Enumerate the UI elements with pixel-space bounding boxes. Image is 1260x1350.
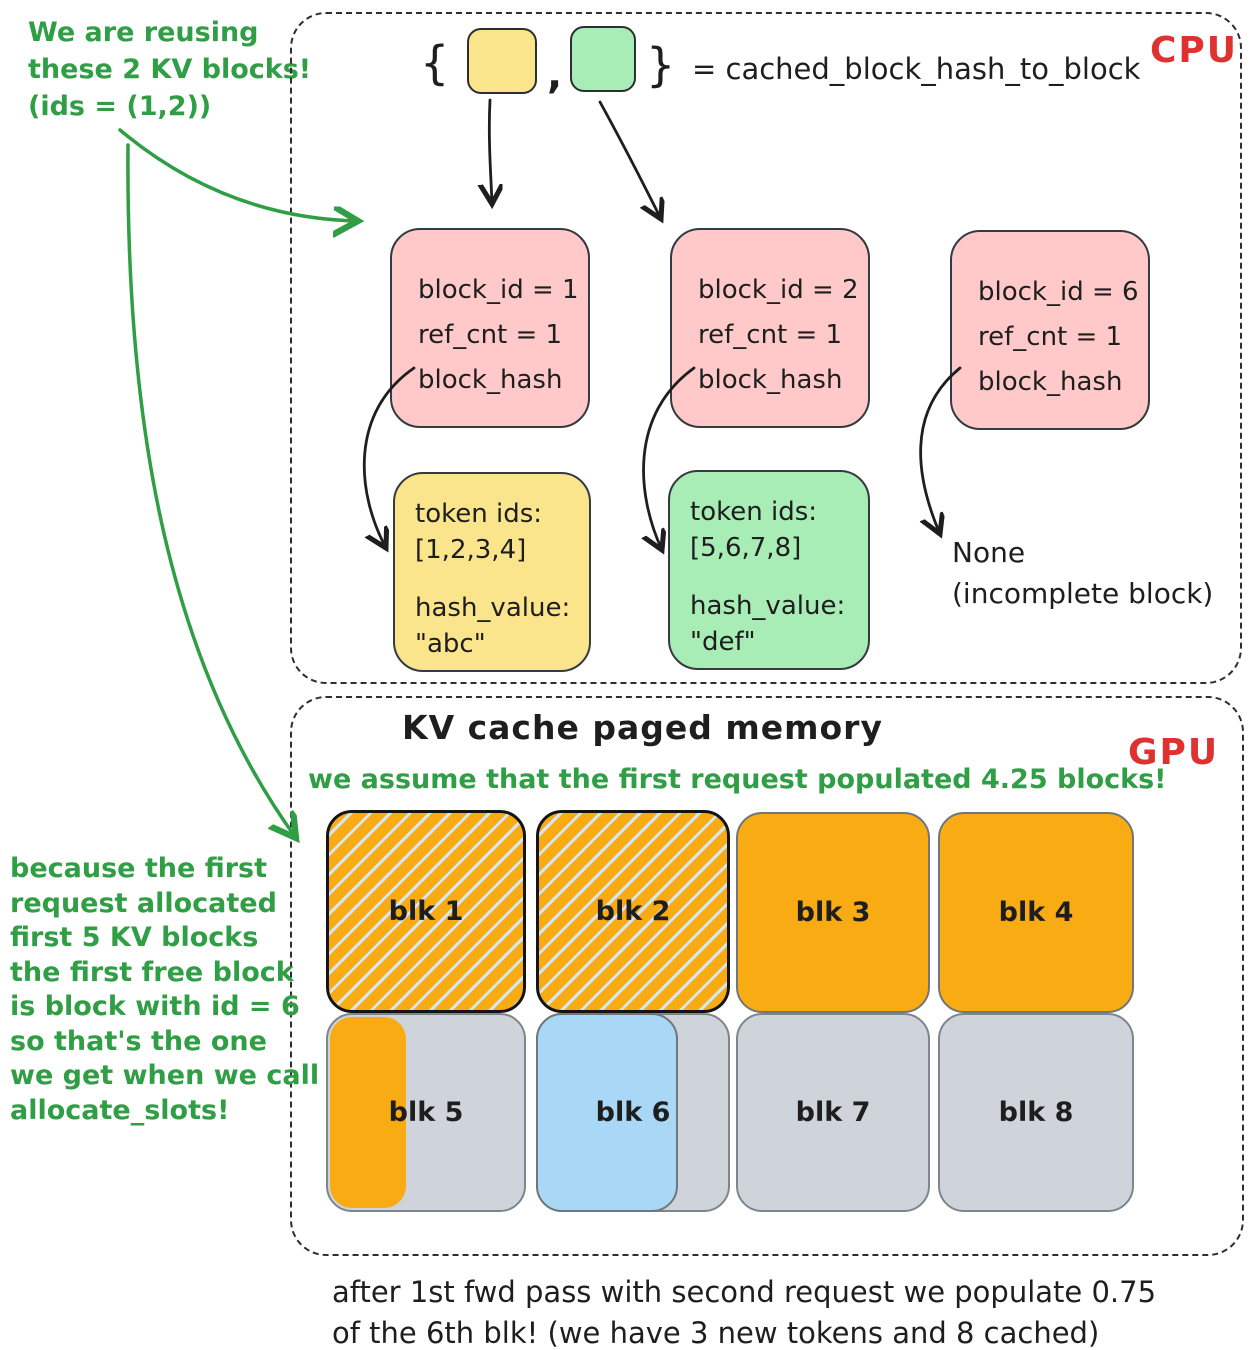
yellow-hash-swatch [467, 28, 537, 94]
hash-label: hash_value: [415, 593, 571, 623]
gpu-block-1-label: blk 1 [388, 895, 464, 927]
token-box-abc: token ids: [1,2,3,4] hash_value: "abc" [393, 472, 591, 672]
gpu-title: KV cache paged memory [402, 708, 883, 747]
gpu-block-7-label: blk 7 [795, 1096, 871, 1128]
close-brace: } [646, 38, 676, 92]
token-box-abc-text: token ids: [1,2,3,4] hash_value: "abc" [395, 474, 589, 662]
kvblock-meta-2: block_id = 2 ref_cnt = 1 block_hash [670, 228, 870, 428]
gpu-block-5: blk 5 [326, 1013, 526, 1212]
gpu-block-5-label: blk 5 [388, 1096, 464, 1128]
token-ids-label: token ids: [690, 497, 818, 527]
expr-map-name: = cached_block_hash_to_block [692, 52, 1141, 86]
hash-label: hash_value: [690, 591, 846, 621]
gpu-block-4-label: blk 4 [998, 896, 1074, 928]
hash-value: "abc" [415, 629, 486, 659]
gpu-label: GPU [1128, 732, 1220, 773]
gpu-block-6: blk 6 [536, 1013, 730, 1212]
open-brace: { [420, 36, 450, 90]
gpu-block-4: blk 4 [938, 812, 1134, 1013]
note-assume-populated: we assume that the first request populat… [308, 764, 1167, 795]
note-after-fwd-pass: after 1st fwd pass with second request w… [332, 1275, 1157, 1350]
green-hash-swatch [570, 26, 636, 92]
gpu-block-2: blk 2 [536, 810, 730, 1013]
token-ids-label: token ids: [415, 499, 543, 529]
note-because-allocation: because the first request allocated firs… [10, 853, 320, 1126]
gpu-block-8: blk 8 [938, 1013, 1134, 1212]
gpu-block-3-label: blk 3 [795, 896, 871, 928]
gpu-block-6-label: blk 6 [595, 1096, 671, 1128]
kvblock-meta-6-text: block_id = 6 ref_cnt = 1 block_hash [978, 277, 1139, 397]
note-none-incomplete: None (incomplete block) [952, 536, 1214, 610]
gpu-region-border [290, 696, 1244, 1256]
gpu-block-7: blk 7 [736, 1013, 930, 1212]
gpu-block-6-filled-portion [536, 1013, 678, 1212]
gpu-block-5-filled-portion [330, 1017, 406, 1208]
token-box-def-text: token ids: [5,6,7,8] hash_value: "def" [670, 472, 868, 660]
kvblock-meta-1: block_id = 1 ref_cnt = 1 block_hash [390, 228, 590, 428]
gpu-block-2-label: blk 2 [595, 895, 671, 927]
green-arrow-to-gpu-block-1 [126, 143, 296, 838]
kvblock-meta-2-text: block_id = 2 ref_cnt = 1 block_hash [698, 275, 859, 395]
note-reuse-blocks: We are reusing these 2 KV blocks! (ids =… [28, 17, 312, 122]
gpu-block-8-label: blk 8 [998, 1096, 1074, 1128]
kvblock-meta-6: block_id = 6 ref_cnt = 1 block_hash [950, 230, 1150, 430]
token-box-def: token ids: [5,6,7,8] hash_value: "def" [668, 470, 870, 670]
kvblock-meta-1-text: block_id = 1 ref_cnt = 1 block_hash [418, 275, 579, 395]
expr-comma: , [547, 52, 563, 98]
gpu-block-1: blk 1 [326, 810, 526, 1013]
cpu-label: CPU [1150, 30, 1239, 71]
gpu-block-3: blk 3 [736, 812, 930, 1013]
token-ids-value: [5,6,7,8] [690, 533, 802, 563]
token-ids-value: [1,2,3,4] [415, 535, 527, 565]
hash-value: "def" [690, 627, 756, 657]
